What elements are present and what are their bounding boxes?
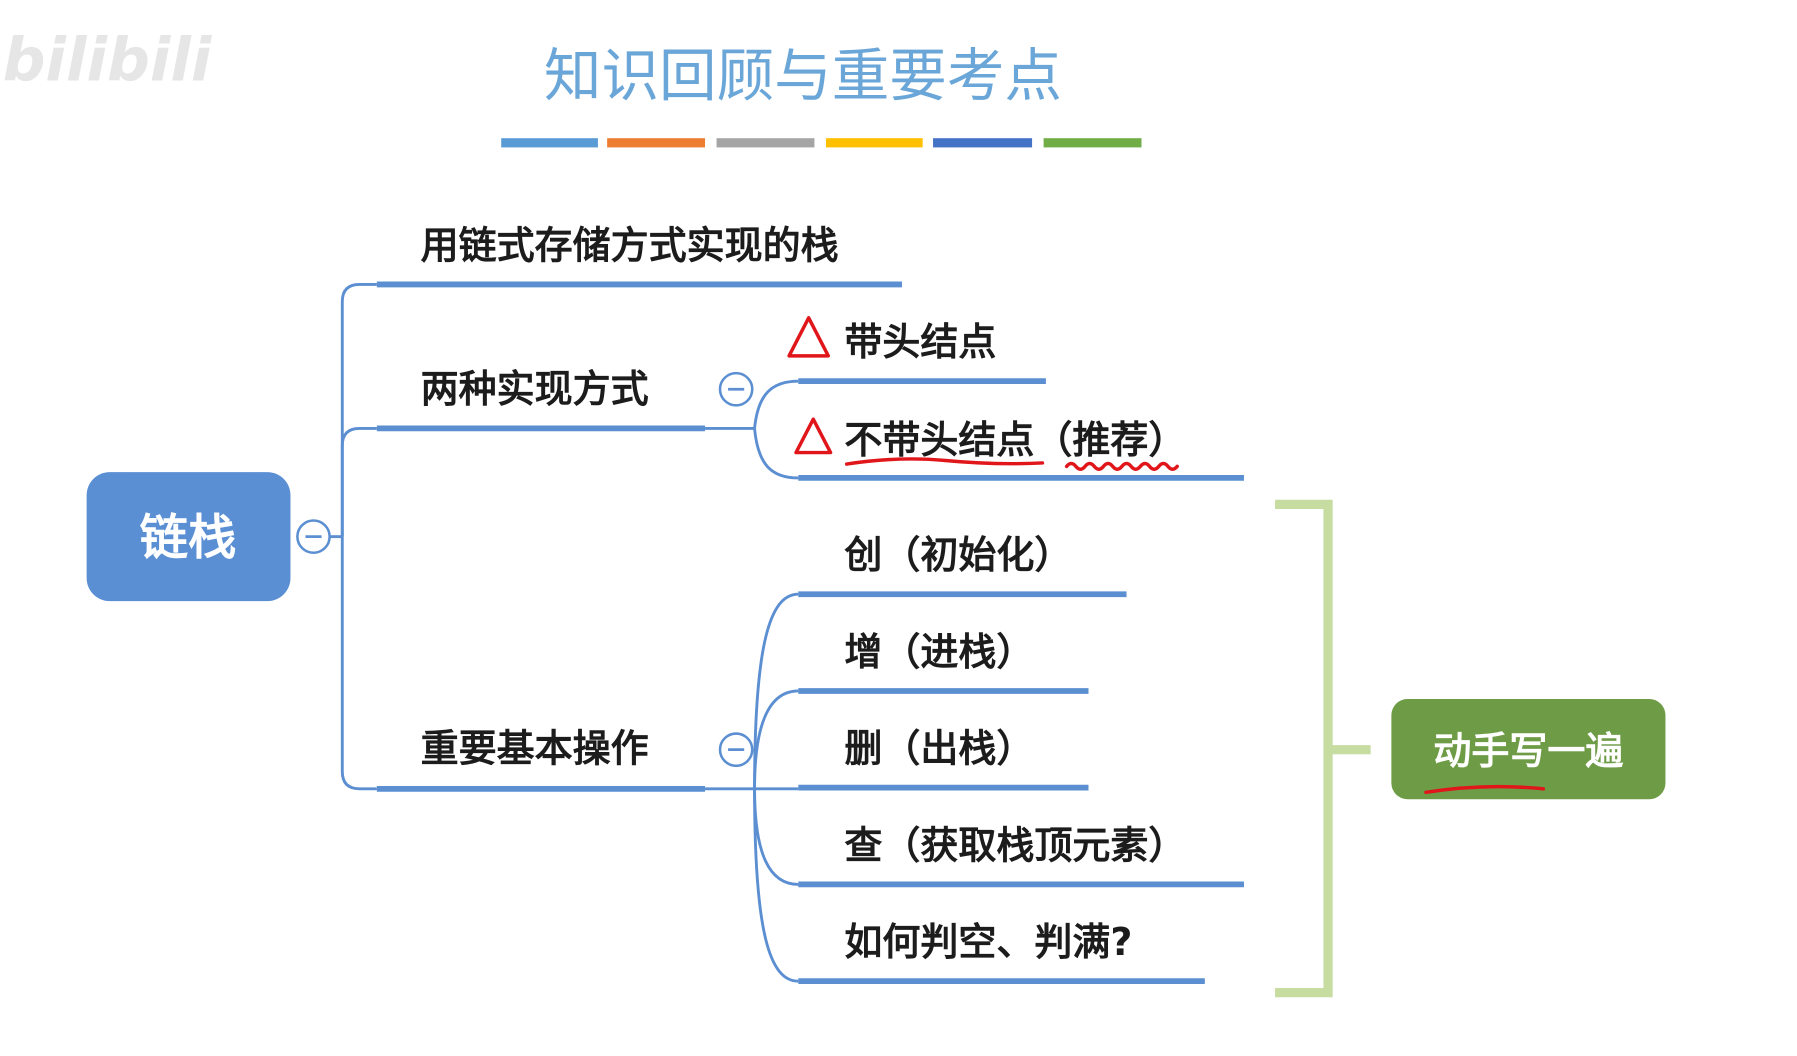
two-ways-connectors bbox=[705, 379, 799, 480]
subtopic-label: 带头结点 bbox=[844, 320, 996, 364]
connector-line bbox=[340, 426, 377, 537]
summary-topic-label: 动手写一遍 bbox=[1433, 729, 1623, 773]
root-topic-label: 链栈 bbox=[140, 510, 237, 566]
page-title: 知识回顾与重要考点 bbox=[544, 43, 1062, 110]
subtopic-pop[interactable]: 删（出栈） bbox=[798, 727, 1089, 791]
subtopic-label: 增（进栈） bbox=[844, 630, 1034, 674]
connector-line bbox=[753, 592, 799, 789]
red-underline-annotation bbox=[1424, 784, 1546, 795]
branch-topic-label: 用链式存储方式实现的栈 bbox=[421, 223, 839, 267]
title-bar-blue bbox=[501, 138, 598, 148]
root-collapse-button[interactable] bbox=[296, 519, 331, 555]
subtopic-label: 不带头结点（推荐） bbox=[844, 418, 1186, 462]
subtopic-push[interactable]: 增（进栈） bbox=[798, 630, 1089, 694]
connector-line bbox=[753, 788, 799, 886]
title-bar-yellow bbox=[825, 138, 923, 148]
root-connectors bbox=[329, 283, 377, 791]
connector-line bbox=[340, 536, 377, 791]
title-bar-green bbox=[1043, 138, 1142, 148]
connector-line bbox=[753, 379, 799, 429]
branch-topic-two-ways[interactable]: 两种实现方式 bbox=[376, 367, 706, 432]
subtopic-create[interactable]: 创（初始化） bbox=[798, 533, 1127, 598]
subtopic-get-top[interactable]: 查（获取栈顶元素） bbox=[798, 823, 1244, 888]
subtopic-empty-full-check[interactable]: 如何判空、判满? bbox=[798, 920, 1205, 985]
subtopic-without-head-node[interactable]: 不带头结点（推荐） bbox=[794, 417, 1244, 481]
title-color-bars bbox=[501, 138, 1142, 148]
subtopic-label: 创（初始化） bbox=[844, 533, 1072, 577]
root-topic-box bbox=[86, 472, 291, 602]
basic-operations-collapse-button[interactable] bbox=[718, 732, 754, 768]
subtopic-label: 删（出栈） bbox=[844, 727, 1034, 771]
connector-line bbox=[753, 428, 799, 480]
title-bar-gray bbox=[716, 138, 815, 148]
branch-topic-implementation[interactable]: 用链式存储方式实现的栈 bbox=[376, 223, 902, 288]
branch-topic-label: 两种实现方式 bbox=[421, 367, 649, 411]
title-bar-orange bbox=[607, 138, 706, 148]
branch-topic-label: 重要基本操作 bbox=[421, 727, 649, 771]
subtopic-label: 查（获取栈顶元素） bbox=[844, 823, 1186, 867]
connector-line bbox=[753, 689, 799, 789]
branch-topic-basic-operations[interactable]: 重要基本操作 bbox=[376, 727, 706, 792]
basic-operations-connectors bbox=[705, 592, 799, 983]
red-underline-annotation bbox=[844, 457, 1045, 466]
red-wavy-underline-annotation bbox=[1064, 461, 1179, 471]
root-topic[interactable]: 链栈 bbox=[86, 472, 291, 602]
bracket-line bbox=[1275, 499, 1333, 998]
summary-bracket bbox=[1275, 499, 1371, 998]
triangle-annotation-icon bbox=[794, 417, 833, 455]
summary-topic[interactable]: 动手写一遍 bbox=[1391, 699, 1666, 800]
connector-line bbox=[340, 283, 377, 537]
two-ways-collapse-button[interactable] bbox=[718, 371, 754, 407]
summary-topic-box bbox=[1391, 699, 1666, 800]
title-bar-dark-blue bbox=[933, 138, 1033, 148]
triangle-annotation-icon bbox=[787, 316, 830, 358]
subtopic-with-head-node[interactable]: 带头结点 bbox=[787, 316, 1046, 385]
connector-line bbox=[753, 788, 799, 983]
subtopic-label: 如何判空、判满? bbox=[844, 920, 1132, 964]
bilibili-watermark: bilibili bbox=[3, 26, 213, 96]
